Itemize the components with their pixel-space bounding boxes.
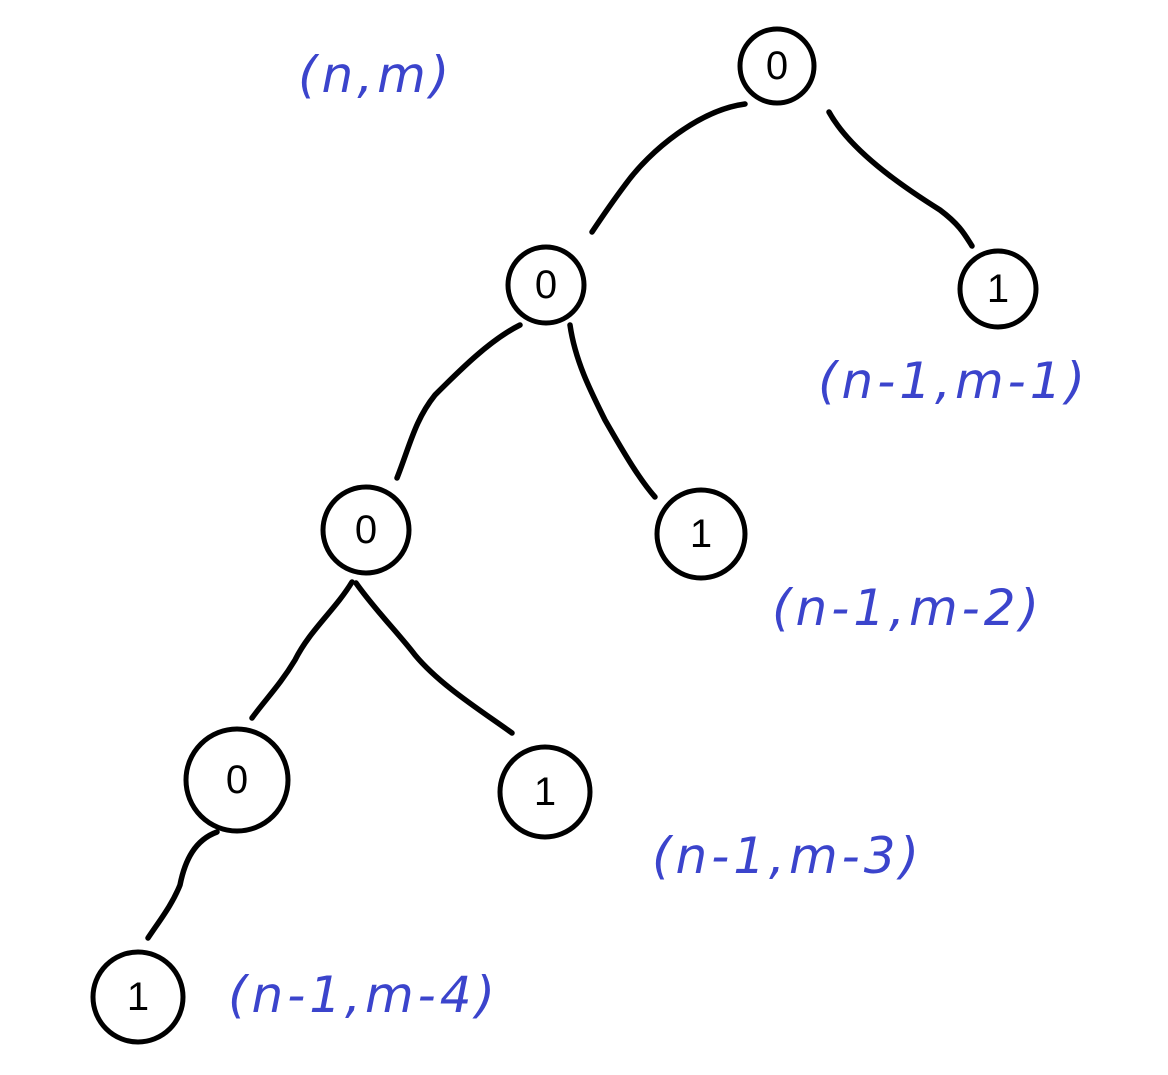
annotation-root: (n,m) xyxy=(298,46,453,104)
tree-node-l4-left: 1 xyxy=(90,949,186,1045)
annotation-level-2: (n-1,m-2) xyxy=(772,579,1043,637)
svg-text:0: 0 xyxy=(766,44,788,88)
tree-node-root: 0 xyxy=(737,26,817,106)
edge-l1-left xyxy=(394,322,523,481)
tree-node-l3-left: 0 xyxy=(183,726,291,834)
annotation-level-1: (n-1,m-1) xyxy=(818,352,1089,410)
edge-l3-left xyxy=(145,829,220,941)
svg-text:0: 0 xyxy=(355,508,377,552)
annotation-level-4: (n-1,m-4) xyxy=(228,966,499,1024)
svg-text:1: 1 xyxy=(690,512,712,556)
tree-node-l1-left: 0 xyxy=(505,244,587,326)
annotation-level-3: (n-1,m-3) xyxy=(652,827,923,885)
svg-text:1: 1 xyxy=(534,770,556,814)
edge-root-left xyxy=(589,101,748,235)
tree-node-l2-left: 0 xyxy=(320,484,412,576)
edge-l1-right xyxy=(567,322,658,500)
tree-node-l2-right: 1 xyxy=(654,487,748,581)
tree-node-l1-right: 1 xyxy=(957,248,1039,330)
svg-text:0: 0 xyxy=(226,758,248,802)
edge-l2-right xyxy=(353,580,515,736)
edge-root-right xyxy=(826,109,975,249)
svg-text:1: 1 xyxy=(987,267,1009,311)
svg-text:1: 1 xyxy=(127,975,149,1019)
edge-l2-left xyxy=(249,579,355,721)
tree-node-l3-right: 1 xyxy=(497,744,593,840)
svg-text:0: 0 xyxy=(535,263,557,307)
